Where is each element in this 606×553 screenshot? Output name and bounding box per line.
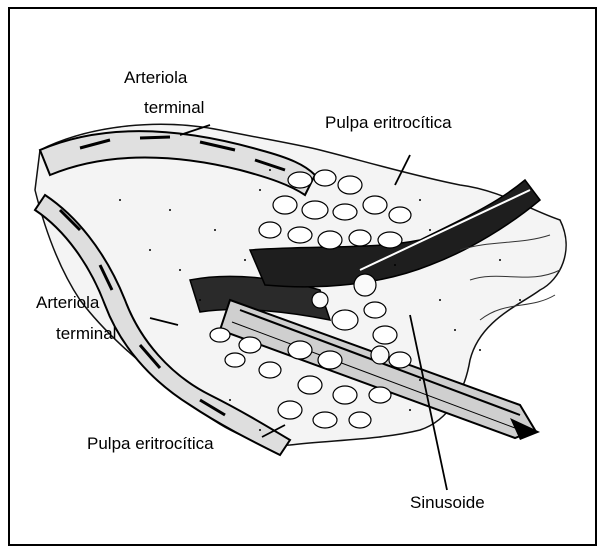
label-arteriola-top-1: Arteriola xyxy=(124,68,187,88)
label-arteriola-left-1: Arteriola xyxy=(36,293,99,313)
label-pulpa-top: Pulpa eritrocítica xyxy=(325,113,452,133)
label-arteriola-top-2: terminal xyxy=(144,98,204,118)
label-sinusoide: Sinusoide xyxy=(410,493,485,513)
label-arteriola-left-2: terminal xyxy=(56,324,116,344)
label-pulpa-bottom: Pulpa eritrocítica xyxy=(87,434,214,454)
